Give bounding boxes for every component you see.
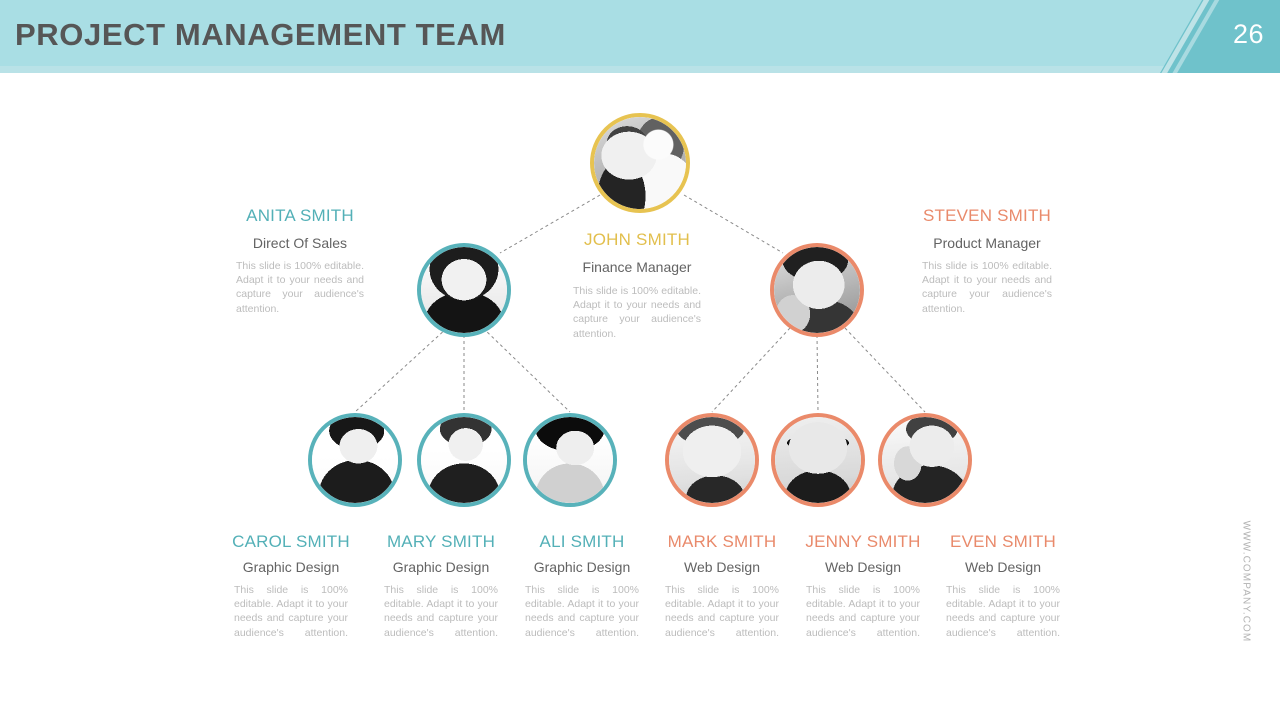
header-underline-strip — [0, 66, 1220, 73]
connector-anita-to-carol — [354, 327, 448, 413]
desc-steven-smith: This slide is 100% editable. Adapt it to… — [922, 260, 1052, 315]
role-mary-smith: Graphic Design — [392, 559, 490, 575]
name-anita-smith: ANITA SMITH — [246, 206, 354, 225]
avatar-john-smith[interactable] — [590, 113, 690, 213]
desc-anita-smith: This slide is 100% editable. Adapt it to… — [236, 260, 364, 315]
avatar-carol-smith[interactable] — [308, 413, 402, 507]
desc-mary-smith: This slide is 100% editable. Adapt it to… — [384, 584, 498, 639]
name-ali-smith: ALI SMITH — [539, 532, 625, 551]
name-jenny-smith: JENNY SMITH — [805, 532, 921, 551]
role-ali-smith: Graphic Design — [533, 559, 631, 575]
avatar-photo — [421, 417, 507, 503]
avatar-photo — [669, 417, 755, 503]
avatar-steven-smith[interactable] — [770, 243, 864, 337]
avatar-anita-smith[interactable] — [417, 243, 511, 337]
connector-steven-to-jenny — [816, 334, 819, 413]
header-corner-decoration: 26 — [1160, 0, 1280, 73]
page-number: 26 — [1232, 19, 1264, 49]
avatar-photo — [774, 247, 860, 333]
name-mark-smith: MARK SMITH — [667, 532, 777, 551]
desc-mark-smith: This slide is 100% editable. Adapt it to… — [665, 584, 779, 639]
role-anita-smith: Direct Of Sales — [252, 235, 348, 251]
avatar-photo — [312, 417, 398, 503]
avatar-ali-smith[interactable] — [523, 413, 617, 507]
avatar-jenny-smith[interactable] — [771, 413, 865, 507]
desc-even-smith: This slide is 100% editable. Adapt it to… — [946, 584, 1060, 639]
name-steven-smith: STEVEN SMITH — [922, 206, 1052, 225]
avatar-photo — [421, 247, 507, 333]
avatar-photo — [527, 417, 613, 503]
role-even-smith: Web Design — [964, 559, 1041, 575]
name-john-smith: JOHN SMITH — [584, 230, 690, 249]
page-title: PROJECT MANAGEMENT TEAM — [15, 17, 506, 52]
role-steven-smith: Product Manager — [933, 235, 1041, 251]
avatar-photo — [594, 117, 686, 209]
name-mary-smith: MARY SMITH — [386, 532, 496, 551]
connector-steven-to-mark — [711, 327, 791, 413]
desc-john-smith: This slide is 100% editable. Adapt it to… — [573, 285, 701, 340]
role-john-smith: Finance Manager — [582, 259, 692, 275]
name-even-smith: EVEN SMITH — [950, 532, 1056, 551]
footer-website-url: WWW.COMPANY.COM — [1240, 520, 1252, 643]
avatar-even-smith[interactable] — [878, 413, 972, 507]
name-carol-smith: CAROL SMITH — [232, 532, 350, 551]
connector-anita-to-ali — [482, 327, 571, 413]
desc-jenny-smith: This slide is 100% editable. Adapt it to… — [806, 584, 920, 639]
diagonal-slash-icon — [1160, 0, 1212, 73]
connector-steven-to-even — [844, 327, 926, 413]
role-jenny-smith: Web Design — [824, 559, 901, 575]
desc-ali-smith: This slide is 100% editable. Adapt it to… — [525, 584, 639, 639]
role-carol-smith: Graphic Design — [242, 559, 340, 575]
avatar-photo — [882, 417, 968, 503]
role-mark-smith: Web Design — [683, 559, 760, 575]
avatar-photo — [775, 417, 861, 503]
avatar-mary-smith[interactable] — [417, 413, 511, 507]
diagonal-slash-icon — [1168, 0, 1222, 73]
desc-carol-smith: This slide is 100% editable. Adapt it to… — [234, 584, 348, 639]
avatar-mark-smith[interactable] — [665, 413, 759, 507]
header-bar: PROJECT MANAGEMENT TEAM 26 — [0, 0, 1280, 73]
